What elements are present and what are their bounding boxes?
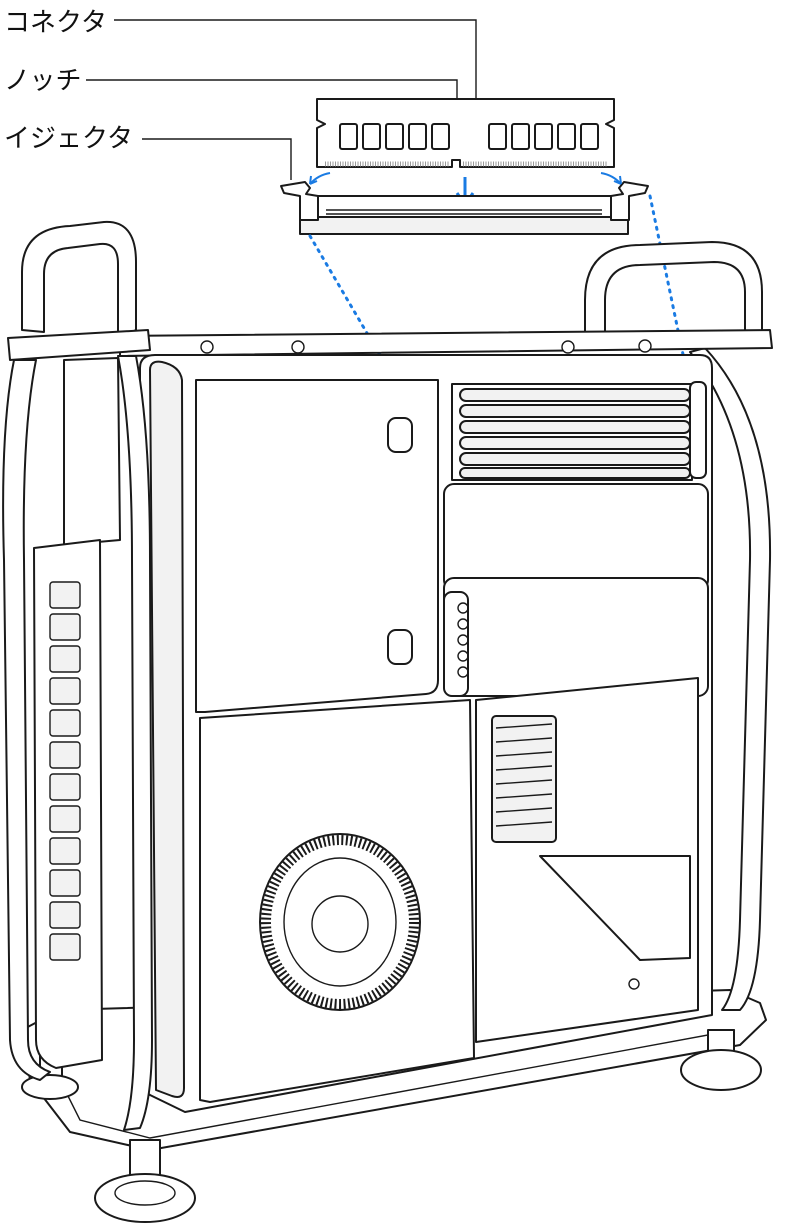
ejector-right-icon [610, 181, 649, 221]
dimm-slot [280, 172, 649, 235]
callout-line-ejector [142, 138, 292, 180]
psu-vent [491, 715, 557, 843]
frame-left [2, 220, 153, 1131]
dimm-memory-chips [339, 123, 599, 150]
mac-pro-chassis [2, 220, 773, 1223]
pcie-slot-brackets [33, 539, 103, 1069]
callout-label-connector: コネクタ [4, 8, 107, 38]
dimm-module [316, 98, 615, 168]
ejector-left-icon [280, 181, 319, 221]
callouts: コネクタ ノッチ イジェクタ [4, 8, 477, 180]
top-rail [119, 329, 773, 357]
callout-label-ejector: イジェクタ [4, 124, 133, 154]
callout-label-notch: ノッチ [4, 66, 81, 96]
dimm-bank [451, 381, 707, 481]
fan-icon [259, 833, 421, 1011]
main-enclosure [139, 354, 713, 1113]
